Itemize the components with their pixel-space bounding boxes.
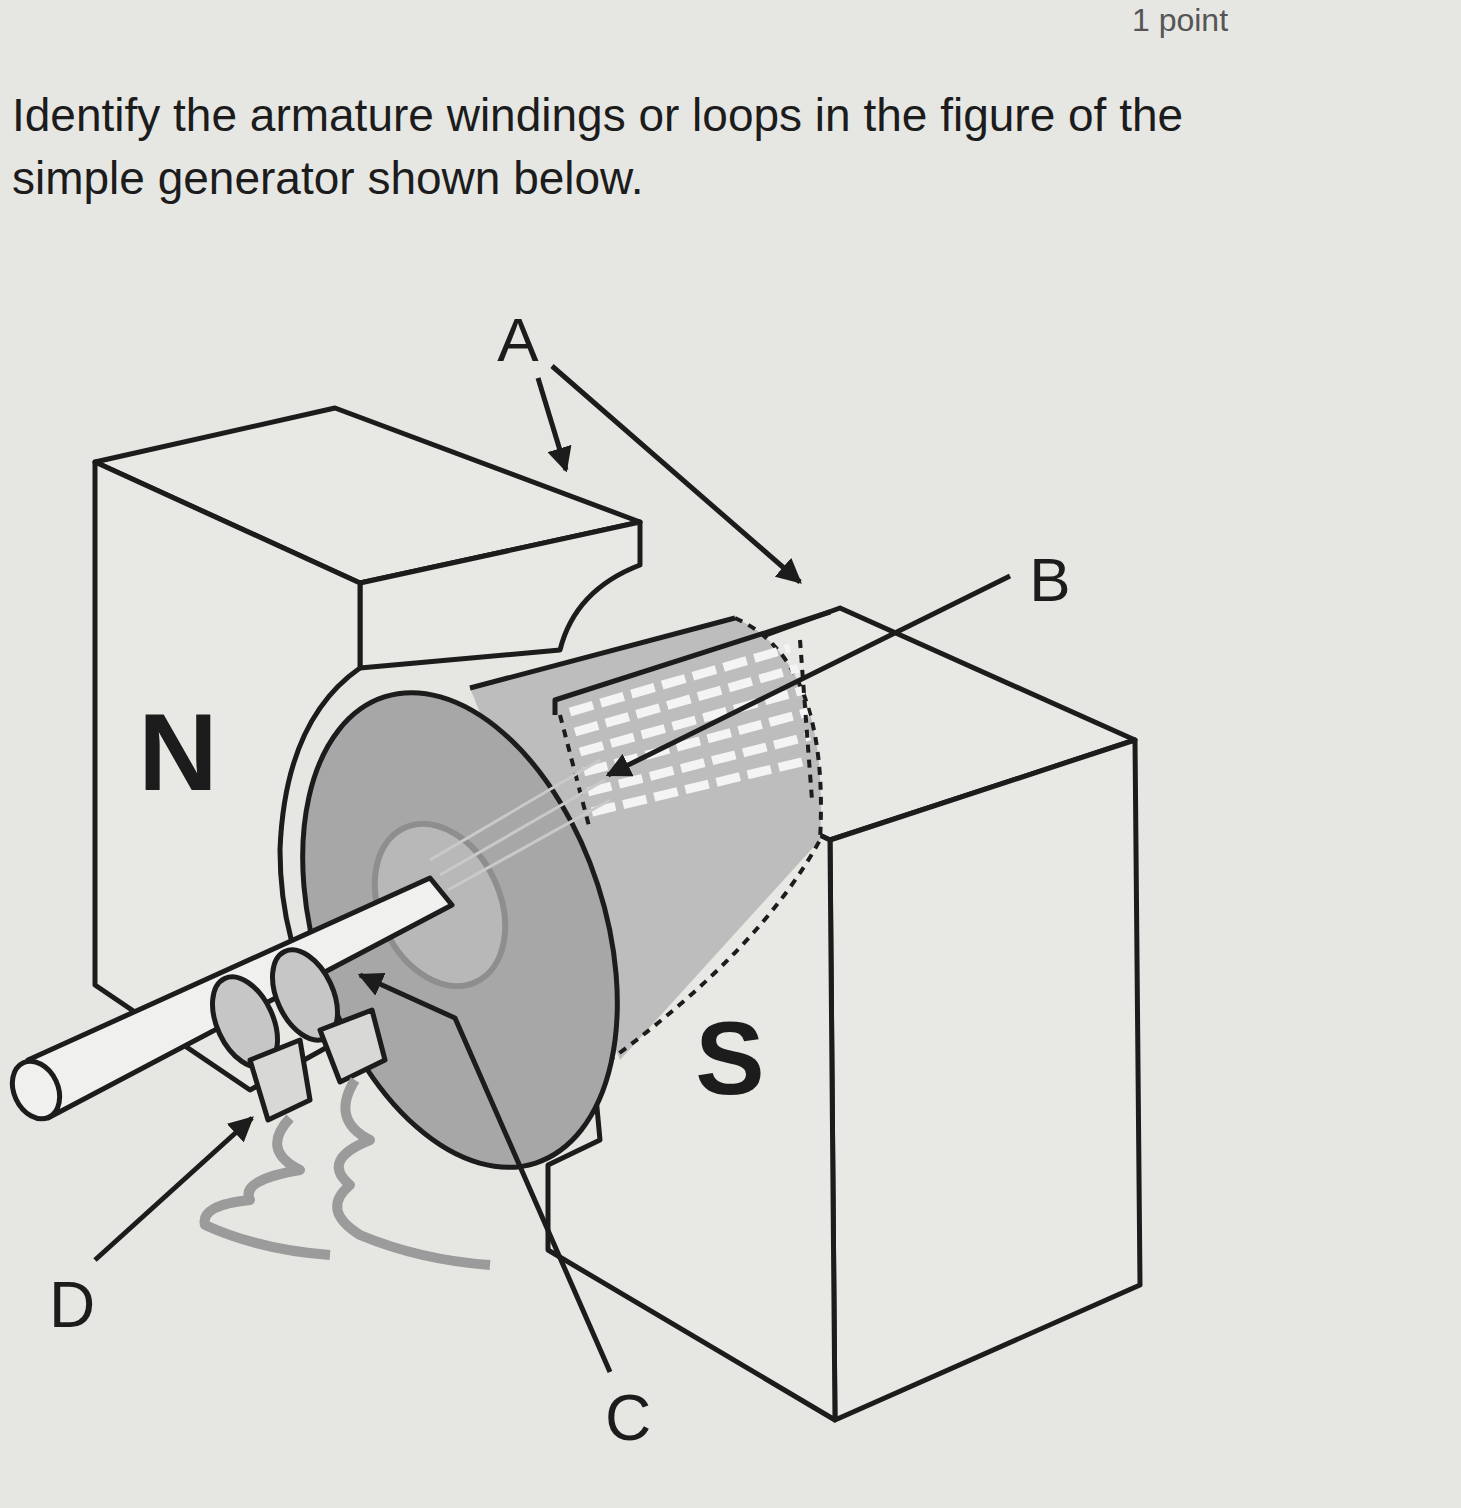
n-magnet-side [360, 522, 640, 668]
pole-label: S [695, 1006, 764, 1110]
brush [250, 1040, 310, 1120]
winding-pattern [570, 648, 810, 812]
wire [337, 1080, 490, 1265]
armature-wires [430, 760, 610, 890]
points-label: 1 point [1132, 4, 1228, 36]
brush [320, 1010, 385, 1082]
callout-letter: A [497, 309, 538, 371]
wire [205, 1118, 330, 1255]
callout-letter: B [1029, 549, 1070, 611]
s-magnet-side [830, 740, 1140, 1420]
armature-loop [555, 612, 830, 715]
question-text: Identify the armature windings or loops … [12, 84, 1272, 211]
shaft [28, 878, 452, 1118]
leader-line [95, 366, 1010, 1372]
pole-label: N [138, 697, 217, 807]
shaft-end [3, 1054, 68, 1127]
callout-letter: C [605, 1386, 651, 1450]
callout-letter: D [49, 1273, 95, 1337]
